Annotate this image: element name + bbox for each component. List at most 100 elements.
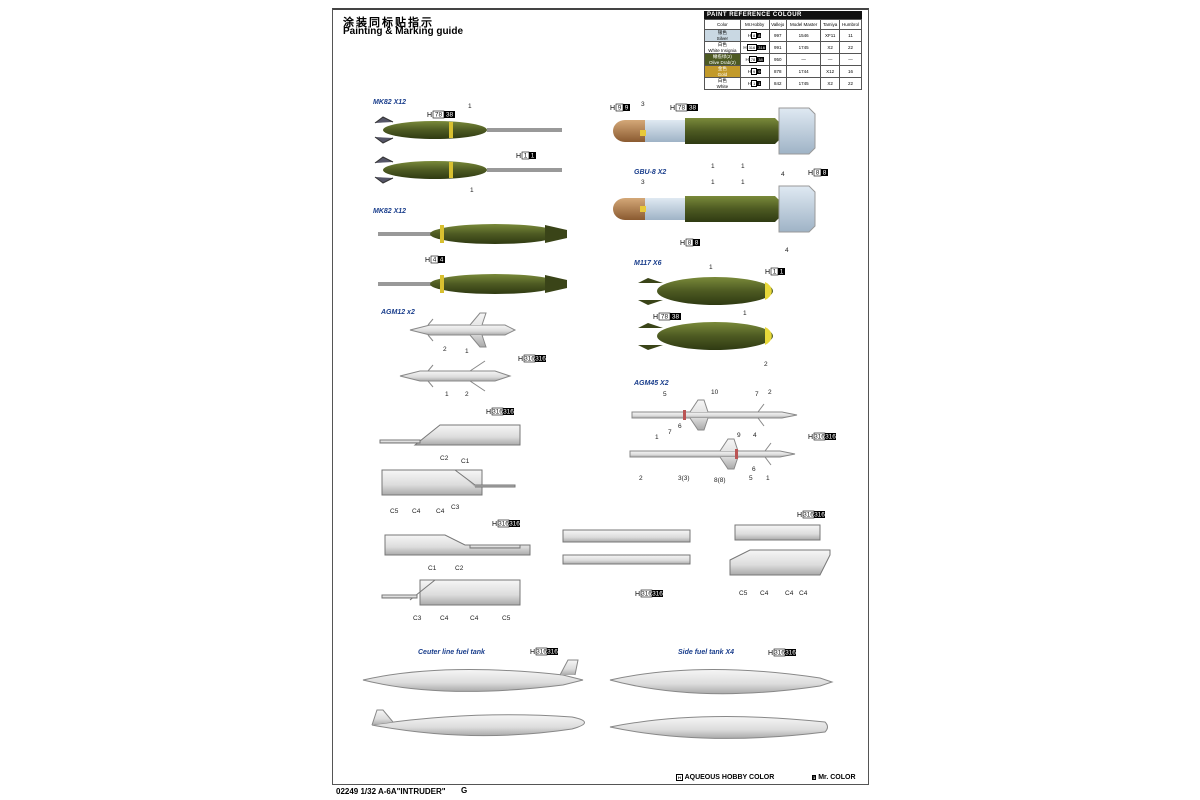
aqueous-code: 316 (814, 434, 825, 441)
mr-color-icon: 1 (812, 775, 817, 780)
aqueous-code: 316 (536, 649, 547, 656)
aqueous-code: 316 (498, 521, 509, 528)
part-number: 2 (443, 346, 447, 353)
color-name-cn: 白色 (717, 42, 727, 47)
mr-color-code: 316 (535, 356, 546, 363)
legend-mr-color-label: Mr. COLOR (818, 774, 856, 781)
part-number: 7 (755, 391, 759, 398)
h-mark-icon: H (653, 314, 658, 321)
aqueous-code: 1 (773, 269, 777, 276)
part-number: 1 (711, 163, 715, 170)
h-mark-icon: H (635, 591, 640, 598)
color-cell: 橄榄绿(2)Olive Drab(2) (704, 53, 741, 66)
mr-color-code: 316 (652, 591, 663, 598)
h-mark-icon: H (670, 105, 675, 112)
h-mark-icon: H (486, 409, 491, 416)
mr-color-code: 1 (780, 269, 784, 276)
aqueous-code: 78 (748, 56, 758, 63)
h-mark-icon: H (492, 521, 497, 528)
h-mark-icon: H (808, 170, 813, 177)
h-mark-icon: H (610, 105, 615, 112)
vallejo-cell: 997 (768, 29, 787, 42)
part-number: 6 (752, 466, 756, 473)
aqueous-code: 4 (433, 257, 437, 264)
aqueous-code: 9 (618, 105, 622, 112)
color-name-cn: 金色 (717, 66, 727, 71)
section-label: Side fuel tank X4 (678, 649, 734, 656)
part-number: 3(3) (678, 475, 690, 482)
mr-color-code: 38 (689, 105, 697, 112)
part-number: C4 (799, 590, 808, 597)
section-label: Ceuter line fuel tank (418, 649, 486, 656)
page-title: Painting & Marking guide (343, 26, 464, 37)
aqueous-code: 78 (435, 112, 443, 119)
humbrol-cell: 22 (838, 77, 863, 90)
part-number: C1 (461, 458, 470, 465)
pylon-parts (379, 424, 831, 606)
mr-color-code: 8 (695, 240, 699, 247)
aqueous-code: 316 (774, 650, 785, 657)
aqueous-code: 8 (816, 170, 820, 177)
part-number: 1 (743, 310, 747, 317)
part-number: 2 (639, 475, 643, 482)
part-number: C4 (440, 615, 449, 622)
aqueous-code: 316 (803, 512, 814, 519)
part-number: 4 (753, 432, 757, 439)
gbu8-bomb (613, 107, 816, 233)
section-label: AGM12 x2 (380, 309, 415, 316)
color-name: White (716, 84, 729, 89)
part-number: C5 (390, 508, 399, 515)
mr-color-code: 38 (446, 112, 454, 119)
mr-color-code: 4 (440, 257, 444, 264)
agm12-missile (399, 312, 517, 392)
h-mark-icon: H (427, 112, 432, 119)
aqueous-code: 8 (751, 32, 758, 39)
legend-mr-color: 1 Mr. COLOR (812, 774, 856, 781)
part-number: C3 (451, 504, 460, 511)
part-number: 9 (737, 432, 741, 439)
section-label: MK82 X12 (373, 208, 406, 215)
paint-table-caption: PAINT REFERENCE COLOUR (704, 11, 862, 19)
mr-color-code: 316 (503, 409, 514, 416)
color-name: Olive Drab(2) (708, 60, 736, 65)
part-number: 1 (711, 179, 715, 186)
page-letter: G (461, 786, 468, 795)
part-number: 4 (781, 171, 785, 178)
part-number: 7 (668, 429, 672, 436)
part-number: C4 (412, 508, 421, 515)
aqueous-code: 78 (678, 105, 686, 112)
h-mark-icon: H (530, 649, 535, 656)
mr-color-code: 316 (509, 521, 520, 528)
aqueous-code: 316 (492, 409, 503, 416)
h-mark-icon: H (425, 257, 430, 264)
part-number: 10 (711, 389, 719, 396)
part-number: 6 (678, 423, 682, 430)
aqueous-code: 9 (751, 68, 758, 75)
part-number: 1 (709, 264, 713, 271)
mk82-snakeye-bomb (378, 224, 567, 244)
part-number: 1 (766, 475, 770, 482)
part-number: 2 (768, 389, 772, 396)
h-mark-icon: H (797, 512, 802, 519)
aqueous-code: 316 (641, 591, 652, 598)
vallejo-cell: 878 (768, 65, 787, 78)
part-number: 1 (445, 391, 449, 398)
aqueous-code: 316 (746, 44, 758, 51)
mr-color-code: 316 (757, 45, 766, 50)
legend-aqueous: H AQUEOUS HOBBY COLOR (676, 774, 774, 781)
side-fuel-tank (609, 668, 834, 739)
mr-color-code: 38 (672, 314, 680, 321)
part-number: 1 (465, 348, 469, 355)
part-number: C2 (455, 565, 464, 572)
